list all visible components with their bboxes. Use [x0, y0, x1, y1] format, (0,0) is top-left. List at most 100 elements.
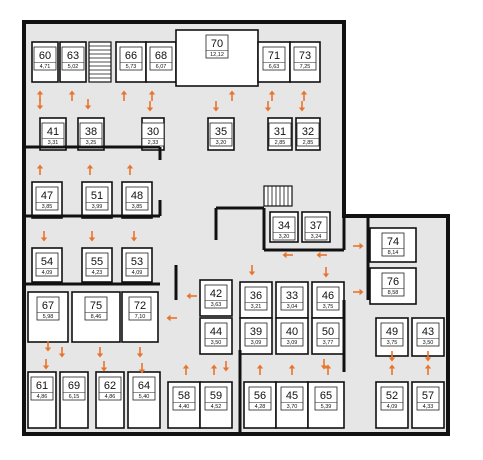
- unit-label-73: 737,25: [293, 46, 317, 71]
- unit-label-58: 584,40: [172, 386, 196, 411]
- unit-label-box: [280, 322, 304, 347]
- door-arrow-icon: [100, 361, 108, 372]
- unit-label-50: 503,77: [316, 322, 340, 347]
- unit-label-box: [316, 286, 340, 311]
- door-arrow-icon: [44, 341, 52, 352]
- unit-label-30: 302,33: [141, 122, 165, 147]
- door-arrows: [36, 90, 432, 375]
- door-arrow-icon: [222, 361, 230, 372]
- unit-area: 5,02: [68, 64, 79, 70]
- door-arrow-icon: [130, 231, 138, 242]
- unit-label-38: 383,25: [79, 122, 103, 147]
- unit-label-52: 524,09: [380, 386, 404, 411]
- unit-label-box: [149, 46, 173, 71]
- unit-number: 56: [254, 390, 266, 402]
- unit-area: 3,09: [251, 340, 262, 346]
- unit-number: 55: [91, 256, 103, 268]
- unit-area: 7,25: [300, 64, 311, 70]
- unit-number: 30: [147, 126, 159, 138]
- door-arrow-icon: [138, 363, 146, 374]
- door-arrow-icon: [68, 90, 76, 101]
- unit-area: 3,20: [279, 234, 290, 240]
- unit-number: 44: [210, 326, 222, 338]
- unit-number: 63: [67, 50, 79, 62]
- unit-number: 65: [320, 390, 332, 402]
- door-arrow-icon: [424, 351, 432, 362]
- unit-label-43: 433,50: [416, 322, 440, 347]
- unit-label-49: 493,75: [380, 322, 404, 347]
- unit-number: 32: [302, 126, 314, 138]
- unit-area: 8,46: [91, 314, 102, 320]
- unit-number: 61: [36, 380, 48, 392]
- unit-number: 50: [322, 326, 334, 338]
- door-arrow-icon: [388, 351, 396, 362]
- unit-area: 12,12: [210, 52, 224, 58]
- unit-number: 67: [42, 300, 54, 312]
- unit-area: 3,21: [251, 304, 262, 310]
- unit-label-box: [125, 186, 149, 211]
- unit-label-56: 564,28: [248, 386, 272, 411]
- unit-label-box: [244, 286, 268, 311]
- unit-label-box: [262, 46, 286, 71]
- unit-area: 6,15: [69, 394, 80, 400]
- unit-label-64: 645,40: [132, 376, 156, 401]
- inner-walls: [24, 145, 370, 434]
- door-arrow-icon: [282, 251, 293, 259]
- unit-label-box: [41, 122, 65, 147]
- unit-label-box: [172, 386, 196, 411]
- unit-label-box: [381, 272, 405, 297]
- unit-area: 3,85: [42, 204, 53, 210]
- door-arrow-icon: [84, 99, 92, 110]
- unit-label-box: [314, 386, 338, 411]
- door-arrow-icon: [424, 364, 432, 375]
- door-arrow-icon: [322, 267, 330, 278]
- unit-number: 43: [422, 326, 434, 338]
- unit-label-box: [35, 252, 59, 277]
- unit-area: 7,10: [135, 314, 146, 320]
- unit-number: 54: [41, 256, 53, 268]
- unit-label-box: [61, 46, 85, 71]
- unit-label-box: [85, 252, 109, 277]
- unit-area: 4,09: [42, 270, 53, 276]
- door-arrow-icon: [88, 231, 96, 242]
- unit-label-box: [209, 122, 233, 147]
- unit-label-44: 443,50: [204, 322, 228, 347]
- unit-number: 41: [47, 126, 59, 138]
- unit-number: 31: [274, 126, 286, 138]
- unit-area: 2,85: [275, 140, 286, 146]
- unit-area: 2,33: [148, 140, 159, 146]
- unit-label-box: [244, 322, 268, 347]
- outer-wall: [22, 20, 450, 436]
- unit-area: 4,28: [255, 404, 266, 410]
- unit-number: 47: [41, 190, 53, 202]
- unit-label-box: [204, 284, 228, 309]
- unit-area: 6,07: [156, 64, 167, 70]
- door-arrow-icon: [353, 242, 364, 250]
- unit-number: 33: [286, 290, 298, 302]
- unit-number: 39: [250, 326, 262, 338]
- unit-label-53: 534,09: [125, 252, 149, 277]
- unit-label-box: [30, 376, 54, 401]
- unit-label-59: 594,52: [204, 386, 228, 411]
- unit-number: 62: [104, 380, 116, 392]
- unit-number: 58: [178, 390, 190, 402]
- unit-area: 4,52: [211, 404, 222, 410]
- door-arrow-icon: [40, 231, 48, 242]
- unit-label-box: [79, 122, 103, 147]
- unit-label-box: [380, 386, 404, 411]
- unit-label-39: 393,09: [244, 322, 268, 347]
- door-arrow-icon: [300, 90, 308, 101]
- unit-area: 3,75: [323, 304, 334, 310]
- door-arrow-icon: [298, 101, 306, 112]
- unit-number: 74: [387, 236, 399, 248]
- unit-label-63: 635,02: [61, 46, 85, 71]
- unit-number: 60: [39, 50, 51, 62]
- door-arrow-icon: [228, 90, 236, 101]
- door-arrow-icon: [248, 265, 256, 276]
- unit-area: 4,86: [105, 394, 116, 400]
- unit-label-box: [248, 386, 272, 411]
- door-arrow-icon: [182, 364, 190, 375]
- unit-label-36: 363,21: [244, 286, 268, 311]
